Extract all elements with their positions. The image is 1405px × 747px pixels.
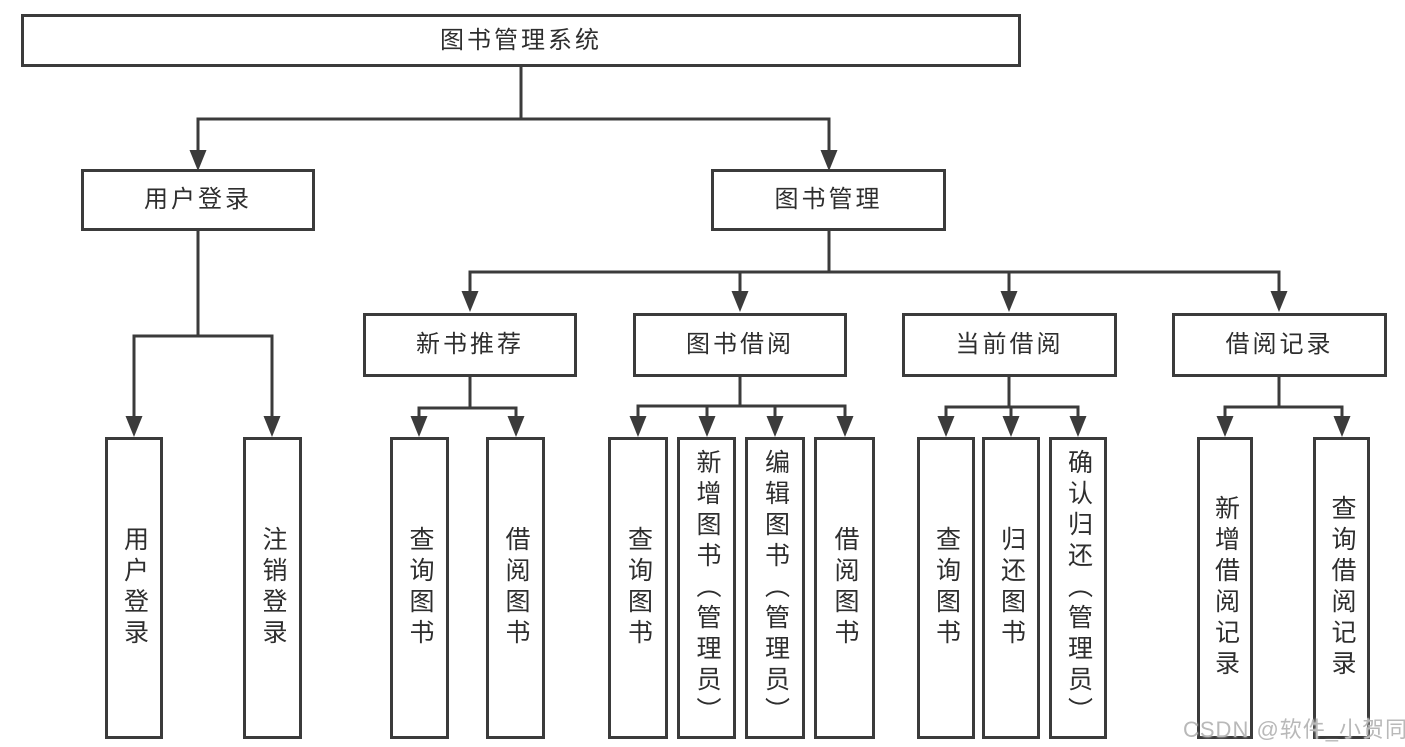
leaf-records-query-record-label: 查询借阅记录: [1328, 495, 1356, 681]
leaf-borrowing-borrow-books: 借阅图书: [814, 437, 875, 739]
node-book-management: 图书管理: [711, 169, 946, 231]
node-library-system: 图书管理系统: [21, 14, 1021, 67]
leaf-logout-login: 注销登录: [243, 437, 302, 739]
leaf-borrowing-borrow-books-label: 借阅图书: [831, 526, 859, 650]
node-user-login-label: 用户登录: [144, 186, 252, 213]
connector-book-borrowing: [629, 375, 854, 437]
node-borrowing-records-label: 借阅记录: [1225, 331, 1334, 358]
csdn-watermark: CSDN @软件_小贺同学: [1183, 717, 1405, 742]
leaf-recommend-query-books: 查询图书: [390, 437, 449, 739]
node-current-borrowing: 当前借阅: [902, 313, 1117, 377]
node-current-borrowing-label: 当前借阅: [955, 331, 1064, 358]
leaf-recommend-query-books-label: 查询图书: [406, 526, 434, 650]
leaf-records-add-record: 新增借阅记录: [1197, 437, 1253, 739]
leaf-borrowing-query-books-label: 查询图书: [624, 526, 653, 650]
leaf-user-login: 用户登录: [105, 437, 163, 739]
leaf-borrowing-edit-books-admin-label: 编辑图书（管理员）: [761, 448, 790, 728]
leaf-borrowing-add-books-admin-label: 新增图书（管理员）: [693, 448, 721, 728]
node-new-book-recommendation: 新书推荐: [363, 313, 577, 377]
node-book-borrowing-label: 图书借阅: [686, 331, 794, 358]
node-book-management-label: 图书管理: [774, 186, 883, 213]
connector-user-login: [125, 229, 281, 437]
leaf-borrowing-edit-books-admin: 编辑图书（管理员）: [745, 437, 805, 739]
leaf-current-confirm-return-admin: 确认归还（管理员）: [1049, 437, 1107, 739]
leaf-user-login-label: 用户登录: [120, 526, 149, 650]
leaf-current-return-books: 归还图书: [982, 437, 1040, 739]
connector-root: [189, 66, 838, 171]
node-borrowing-records: 借阅记录: [1172, 313, 1387, 377]
connector-new-book-recommendation: [410, 375, 525, 437]
leaf-borrowing-query-books: 查询图书: [608, 437, 668, 739]
leaf-records-add-record-label: 新增借阅记录: [1211, 495, 1240, 681]
leaf-current-confirm-return-admin-label: 确认归还（管理员）: [1064, 448, 1093, 728]
connector-current-borrowing: [937, 375, 1087, 437]
leaf-current-return-books-label: 归还图书: [997, 526, 1026, 650]
leaf-logout-login-label: 注销登录: [259, 526, 287, 650]
connector-book-management: [461, 229, 1288, 312]
leaf-records-query-record: 查询借阅记录: [1313, 437, 1370, 739]
leaf-recommend-borrow-books: 借阅图书: [486, 437, 545, 739]
node-book-borrowing: 图书借阅: [633, 313, 847, 377]
leaf-recommend-borrow-books-label: 借阅图书: [502, 526, 530, 650]
node-new-book-recommendation-label: 新书推荐: [416, 331, 524, 358]
leaf-current-query-books-label: 查询图书: [932, 526, 961, 650]
leaf-borrowing-add-books-admin: 新增图书（管理员）: [677, 437, 736, 739]
node-library-system-label: 图书管理系统: [440, 26, 602, 54]
leaf-current-query-books: 查询图书: [917, 437, 975, 739]
node-user-login: 用户登录: [81, 169, 315, 231]
connector-borrowing-records: [1216, 375, 1351, 437]
